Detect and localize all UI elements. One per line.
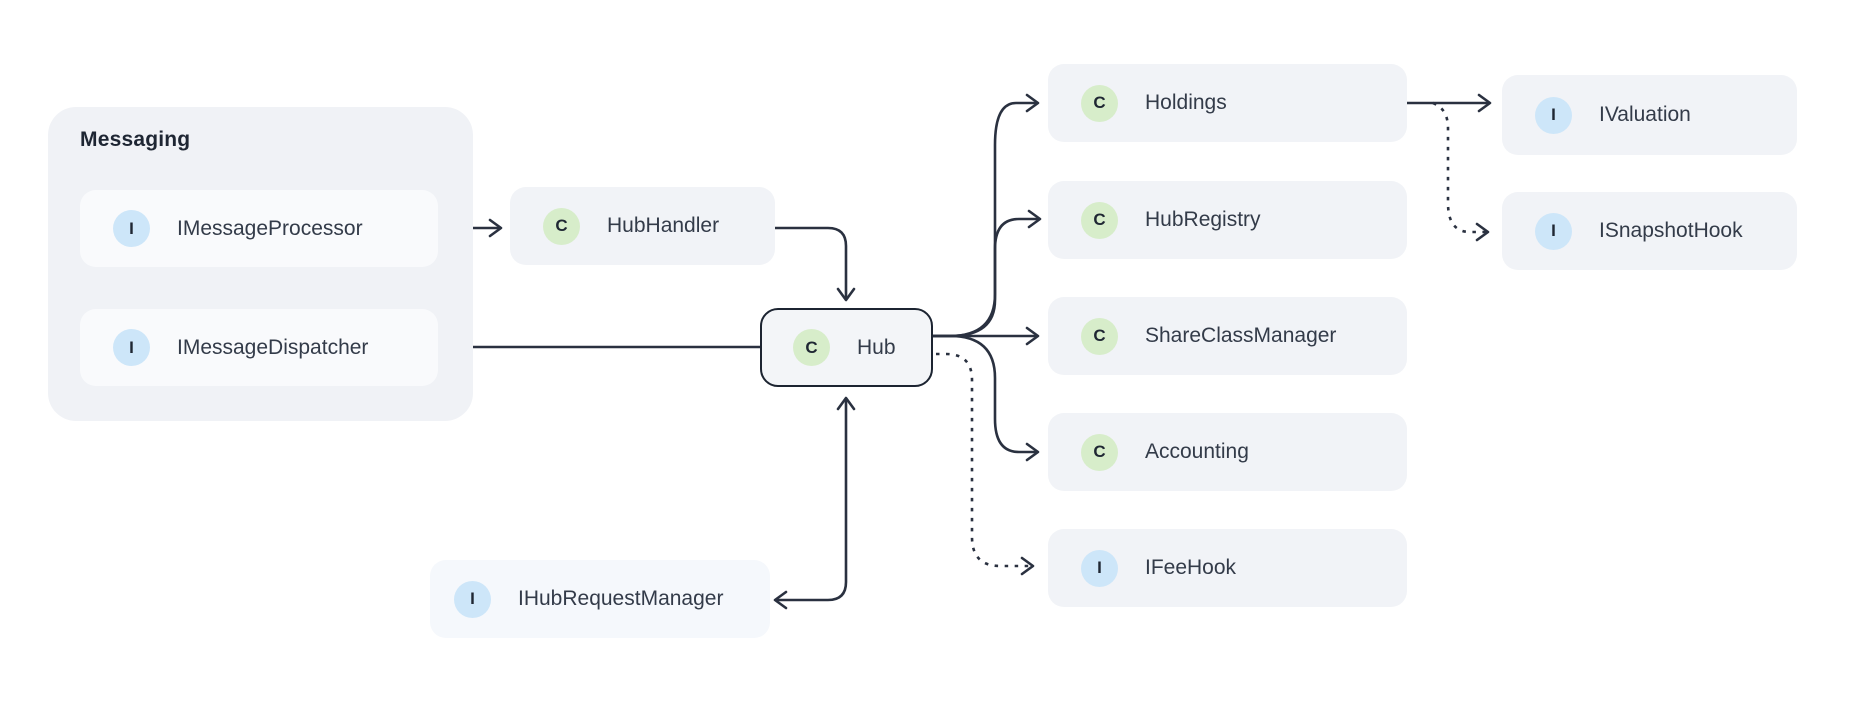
node-isnapshothook[interactable]: I ISnapshotHook <box>1502 192 1797 270</box>
edge-hub-to-ifeehook <box>936 352 1035 576</box>
node-label: IValuation <box>1599 103 1691 126</box>
edge-hub-to-accounting <box>931 334 1040 462</box>
class-badge: C <box>1081 201 1118 239</box>
node-holdings[interactable]: C Holdings <box>1048 64 1407 142</box>
interface-badge: I <box>454 580 491 618</box>
class-badge: C <box>1081 433 1118 471</box>
class-badge: C <box>793 329 830 366</box>
class-badge: C <box>1081 317 1118 355</box>
class-badge: C <box>1081 84 1118 122</box>
node-label: IMessageDispatcher <box>177 335 369 359</box>
node-label: ShareClassManager <box>1145 324 1337 347</box>
node-label: IHubRequestManager <box>518 587 724 610</box>
node-ifeehook[interactable]: I IFeeHook <box>1048 529 1407 607</box>
node-imessagedispatcher[interactable]: I IMessageDispatcher <box>80 309 438 386</box>
class-badge: C <box>543 207 580 245</box>
node-label: HubRegistry <box>1145 208 1261 231</box>
interface-badge: I <box>113 210 150 247</box>
node-shareclassmanager[interactable]: C ShareClassManager <box>1048 297 1407 375</box>
node-ivaluation[interactable]: I IValuation <box>1502 75 1797 155</box>
node-hubhandler[interactable]: C HubHandler <box>510 187 775 265</box>
node-accounting[interactable]: C Accounting <box>1048 413 1407 491</box>
node-ihubrequestmanager[interactable]: I IHubRequestManager <box>430 560 770 638</box>
node-label: Holdings <box>1145 91 1227 114</box>
node-label: Accounting <box>1145 440 1249 463</box>
node-label: IMessageProcessor <box>177 216 363 240</box>
node-imessageprocessor[interactable]: I IMessageProcessor <box>80 190 438 267</box>
node-label: HubHandler <box>607 214 720 237</box>
node-hub[interactable]: C Hub <box>760 308 933 387</box>
edge-hub-to-hubregistry <box>931 209 1042 338</box>
node-label: Hub <box>857 335 896 359</box>
interface-badge: I <box>1081 549 1118 587</box>
node-label: IFeeHook <box>1145 556 1237 579</box>
interface-badge: I <box>1535 96 1572 134</box>
edge-holdings-to-isnapshothook <box>1432 101 1490 242</box>
node-hubregistry[interactable]: C HubRegistry <box>1048 181 1407 259</box>
edge-hub-to-holdings <box>931 93 1040 338</box>
node-label: ISnapshotHook <box>1599 219 1743 242</box>
interface-badge: I <box>113 329 150 366</box>
messaging-group-title: Messaging <box>80 128 191 151</box>
edge-hub-to-ihubrequestmanager <box>773 396 856 610</box>
interface-badge: I <box>1535 212 1572 250</box>
edge-hubhandler-to-hub <box>773 226 856 302</box>
